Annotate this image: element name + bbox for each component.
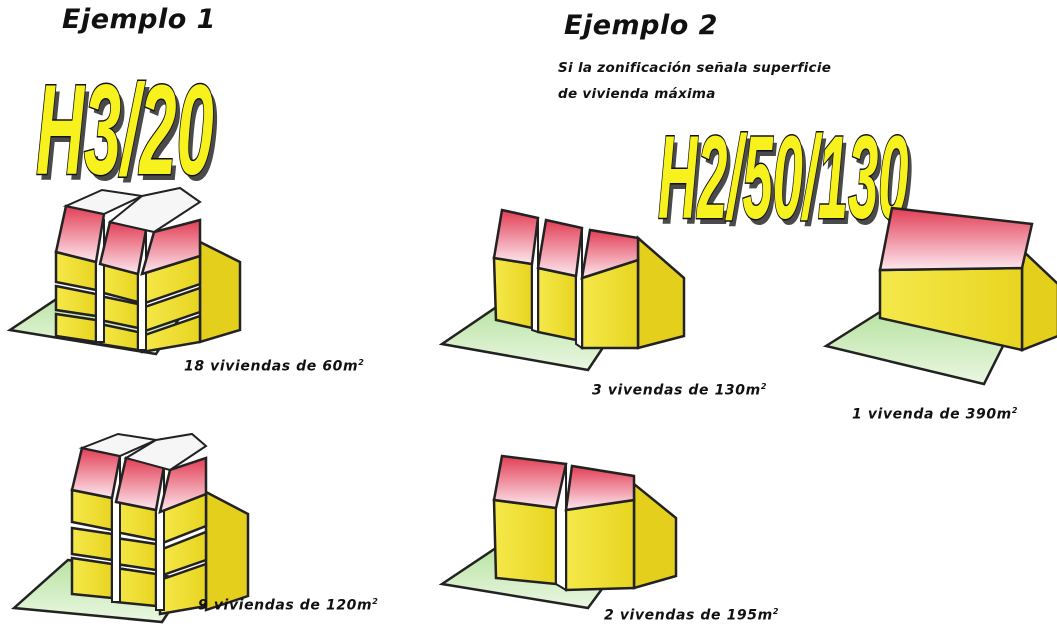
building-1-dwelling-illustration [822, 206, 1057, 386]
building-3-dwellings-illustration [438, 208, 686, 372]
caption-9-dwellings: 9 viviendas de 120m2 [198, 597, 379, 614]
zoning-note-line-2: de vivienda máxima [558, 86, 716, 102]
svg-text:H2/50/130: H2/50/130 [658, 113, 908, 244]
building-2-dwellings-illustration [438, 454, 678, 610]
caption-3-dwellings: 3 vivendas de 130m2 [592, 382, 767, 399]
example-2-title: Ejemplo 2 [564, 10, 718, 41]
svg-text:H3/20: H3/20 [36, 59, 214, 202]
svg-text:H2/50/130: H2/50/130 [662, 119, 912, 250]
zoning-code-h2-50-130: H2/50/130 H2/50/130 [657, 112, 912, 250]
zoning-code-h3-20: H3/20 H3/20 [35, 57, 218, 207]
building-9-dwellings-illustration [11, 432, 250, 624]
svg-text:H3/20: H3/20 [40, 65, 218, 208]
caption-18-dwellings: 18 viviendas de 60m2 [184, 358, 365, 375]
caption-1-dwelling: 1 vivenda de 390m2 [852, 406, 1019, 423]
caption-2-dwellings: 2 vivendas de 195m2 [604, 607, 779, 624]
building-18-dwellings-illustration [6, 186, 242, 356]
example-1-title: Ejemplo 1 [62, 4, 216, 35]
zoning-note-line-1: Si la zonificación señala superficie [558, 60, 832, 76]
